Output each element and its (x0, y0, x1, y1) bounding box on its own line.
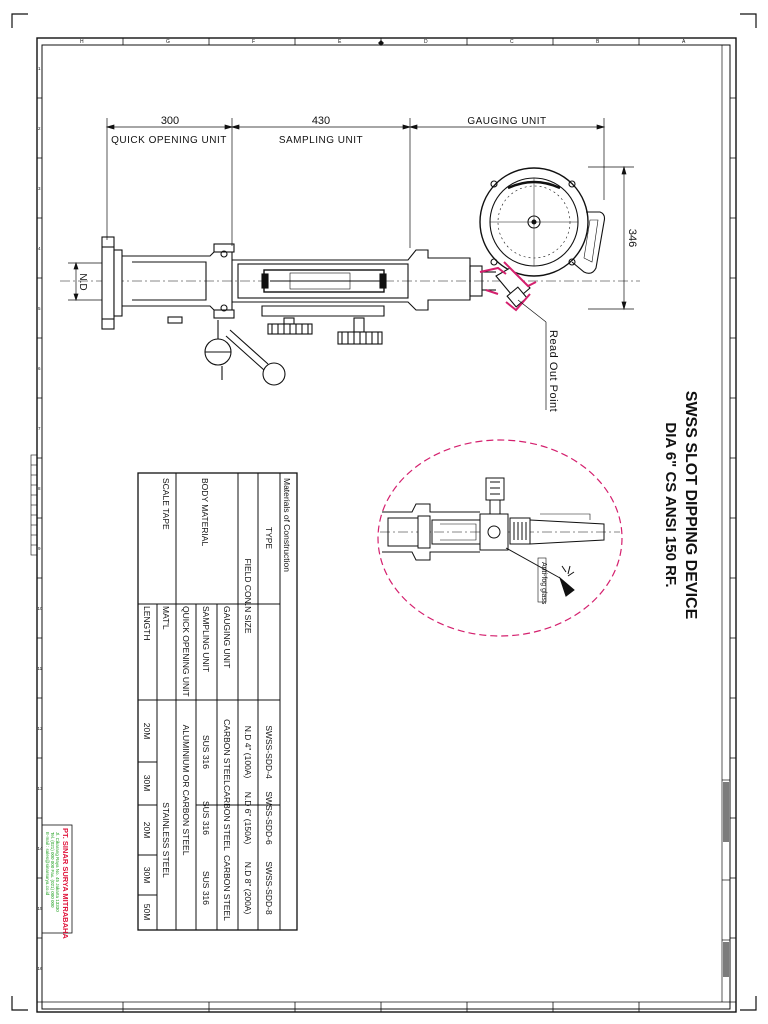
table-length-label: LENGTH (142, 606, 152, 640)
table-gauging-label: GAUGING UNIT (222, 606, 232, 668)
table-type-label: TYPE (264, 527, 274, 550)
table-sampling-1: SUS 316 (201, 735, 211, 769)
grid-col-a: A (682, 39, 686, 45)
table-gauging-2: CARBON STEEL (222, 785, 232, 851)
table-body-label: BODY MATERIAL (200, 478, 210, 546)
title-block-strip (721, 45, 730, 1002)
table-type-2: SWSS-SDD-6 (264, 791, 274, 845)
dimension-346: 346 (626, 229, 638, 247)
table-field-label: FIELD CON.N SIZE (243, 558, 253, 633)
inner-border (41, 44, 731, 1010)
read-out-point-label: Read Out Point (547, 330, 559, 412)
table-heading: Materials of Construction (282, 478, 292, 572)
label-quick-opening-unit: QUICK OPENING UNIT (111, 135, 227, 146)
dimension-430: 430 (312, 115, 330, 127)
table-size-1: N.D 4" (100A) (243, 726, 253, 779)
anti-fog-label-box (537, 557, 547, 603)
left-scale-strip (30, 454, 38, 556)
grid-row-13: 13 (38, 786, 44, 791)
company-address: Jl. Cikarang Raya No. 45 Jakarta 13330 (55, 832, 60, 912)
grid-row-6: 6 (38, 366, 41, 371)
title-block-marking-2 (723, 942, 729, 977)
table-sampling-2: SUS 316 (201, 801, 211, 835)
grid-col-f: F (252, 39, 255, 45)
table-length-3: 20M (142, 822, 152, 839)
table-sampling-label: SAMPLING UNIT (201, 606, 211, 672)
label-sampling-unit: SAMPLING UNIT (279, 135, 363, 146)
company-block (41, 824, 73, 934)
grid-row-1: 1 (38, 66, 41, 71)
grid-row-14: 14 (38, 846, 44, 851)
grid-row-3: 3 (38, 186, 41, 191)
table-matl-value: STAINLESS STEEL (161, 802, 171, 878)
grid-row-9: 9 (38, 546, 41, 551)
materials-table (137, 472, 298, 931)
company-name: PT. SINAR SURYA MITRABAHA (61, 828, 70, 939)
table-length-2: 30M (142, 775, 152, 792)
drawing-title-line2: DIA 6" CS ANSI 150 RF. (662, 422, 679, 587)
grid-col-e: E (338, 39, 342, 45)
grid-row-4: 4 (38, 246, 41, 251)
company-email: E-mail : sales@sinarsurya.co.id (45, 832, 50, 896)
grid-row-16: 16 (38, 966, 44, 971)
grid-column-ticks (122, 38, 640, 1012)
grid-row-8: 8 (38, 486, 41, 491)
readout-highlight (479, 261, 537, 312)
dimension-300: 300 (161, 115, 179, 127)
label-gauging-unit: GAUGING UNIT (467, 116, 546, 127)
table-length-4: 30M (142, 867, 152, 884)
grid-row-11: 11 (38, 666, 43, 671)
grid-row-5: 5 (38, 306, 41, 311)
grid-row-7: 7 (38, 426, 41, 431)
drawing-title-line1: SWSS SLOT DIPPING DEVICE (682, 391, 699, 620)
table-quick-value: ALUMINIUM OR CARBON STEEL (181, 725, 191, 856)
table-length-1: 20M (142, 723, 152, 740)
dimension-lines (68, 118, 634, 410)
company-phone: Tel. (021) 000 000 Fax. (021) 000 000 (50, 832, 55, 908)
detail-view (380, 477, 620, 597)
detail-view-ellipse (377, 439, 623, 637)
table-size-2: N.D 6" (150A) (243, 792, 253, 845)
center-mark (378, 40, 384, 46)
table-size-3: N.D 8" (200A) (243, 862, 253, 915)
table-length-5: 50M (142, 904, 152, 921)
grid-col-b: B (596, 39, 600, 45)
grid-col-h: H (80, 39, 84, 45)
grid-col-c: C (510, 39, 514, 45)
grid-row-12: 12 (38, 726, 44, 731)
table-sampling-3: SUS 316 (201, 871, 211, 905)
grid-row-ticks (37, 97, 736, 939)
table-matl-label: MAT'L (161, 606, 171, 630)
title-block-marking (723, 782, 729, 842)
table-quick-label: QUICK OPENING UNIT (181, 606, 191, 697)
outer-border (36, 37, 737, 1013)
table-gauging-1: CARBON STEEL (222, 719, 232, 785)
dimension-nd: N.D (77, 273, 88, 290)
grid-row-10: 10 (38, 606, 44, 611)
table-scale-label: SCALE TAPE (161, 478, 171, 530)
table-type-3: SWSS-SDD-8 (264, 861, 274, 915)
anti-fog-glass-label: Anti-fog glass (540, 562, 547, 605)
crop-marks (11, 13, 757, 1011)
grid-col-d: D (424, 39, 428, 45)
table-gauging-3: CARBON STEEL (222, 855, 232, 921)
grid-row-2: 2 (38, 126, 41, 131)
table-type-1: SWSS-SDD-4 (264, 725, 274, 779)
grid-col-g: G (166, 39, 170, 45)
grid-row-15: 15 (38, 906, 44, 911)
